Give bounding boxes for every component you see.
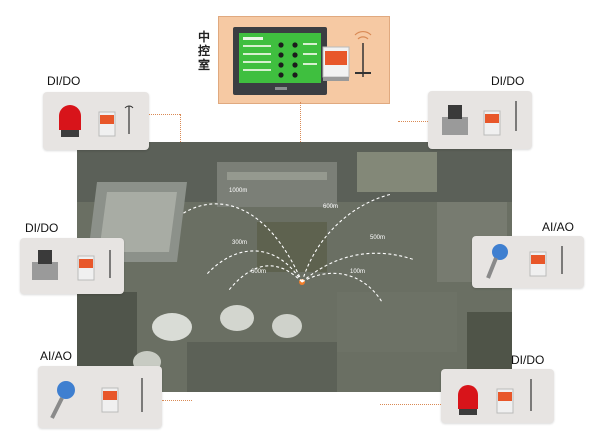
node-panel-top-left	[43, 92, 149, 150]
node-mid-right-devices	[486, 244, 563, 279]
distance-label-4: 600m	[323, 204, 338, 210]
node-label-top-left: DI/DO	[47, 74, 81, 88]
distance-label-3: 600m	[251, 269, 266, 275]
control-room-panel	[218, 16, 390, 104]
node-top-left-devices	[59, 105, 134, 137]
node-panel-top-right	[428, 91, 532, 149]
connector-bottom-right	[380, 404, 441, 405]
node-panel-bottom-left	[38, 366, 162, 428]
node-label-bottom-right: DI/DO	[511, 353, 545, 367]
distance-label-1: 1000m	[229, 188, 247, 194]
node-panel-bottom-right	[441, 369, 554, 423]
node-bottom-left-devices	[50, 378, 143, 419]
node-label-bottom-left: AI/AO	[40, 349, 73, 363]
distance-label-5: 500m	[370, 235, 385, 241]
node-bottom-right-devices	[458, 379, 532, 415]
aerial-map-drawing: 1000m 300m 600m 600m 500m 100m	[77, 142, 512, 392]
node-panel-mid-left	[20, 238, 124, 294]
node-top-right-devices	[442, 101, 517, 136]
control-room-connector	[300, 102, 301, 142]
node-mid-left-devices	[32, 250, 111, 281]
control-room-label: 中控室	[198, 30, 211, 72]
connector-top-left	[149, 114, 180, 115]
connector-top-right	[398, 121, 428, 122]
node-label-mid-left: DI/DO	[25, 221, 59, 235]
control-room-equipment	[233, 27, 372, 95]
connector-top-left-drop	[180, 114, 181, 142]
distance-label-2: 300m	[232, 240, 247, 246]
plant-aerial-map: 1000m 300m 600m 600m 500m 100m	[77, 142, 512, 392]
node-label-mid-right: AI/AO	[542, 220, 575, 234]
node-panel-mid-right	[472, 236, 584, 288]
node-label-top-right: DI/DO	[491, 74, 525, 88]
distance-label-6: 100m	[350, 269, 365, 275]
connector-bottom-left	[162, 400, 192, 401]
